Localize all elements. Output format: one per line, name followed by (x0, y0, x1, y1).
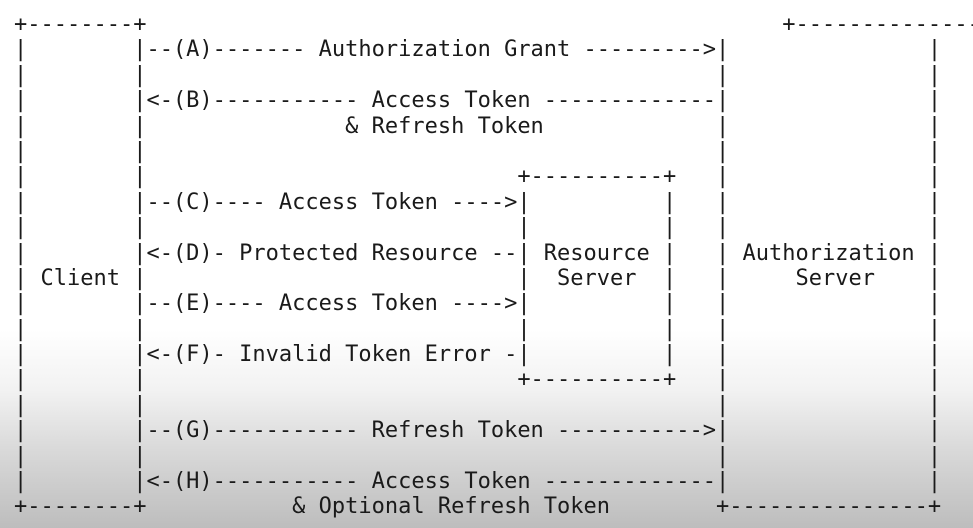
diagram-line-resource-server-top: | | +----------+ | | (14, 164, 942, 190)
diagram-line-protected-resource-d: | |<-(D)- Protected Resource --| Resourc… (14, 240, 942, 266)
diagram-line-access-token-e: | |--(E)---- Access Token ---->| | | | (14, 291, 942, 317)
diagram-line: | | | | (14, 62, 942, 88)
diagram-line-access-token-h: | |<-(H)----------- Access Token -------… (14, 469, 942, 495)
diagram-line-refresh-token-g: | |--(G)----------- Refresh Token ------… (14, 418, 942, 444)
diagram-line-access-token-c: | |--(C)---- Access Token ---->| | | | (14, 189, 942, 215)
diagram-line-top-border: +--------+ +---------------+ (14, 12, 973, 37)
diagram-line-bottom-border: +--------+ & Optional Refresh Token +---… (14, 494, 942, 520)
diagram-line: | | | | (14, 443, 942, 469)
diagram-line-access-token-b: | |<-(B)----------- Access Token -------… (14, 88, 942, 114)
diagram-line-resource-server-bottom: | | +----------+ | | (14, 367, 942, 393)
diagram-line: | | | | (14, 392, 942, 418)
diagram-line: | | | | | | (14, 316, 942, 342)
oauth-refresh-flow-diagram: +--------+ +---------------+| |--(A)----… (14, 12, 973, 520)
diagram-line: | | | | | | (14, 215, 942, 241)
diagram-line-client-label: | Client | | Server | | Server | (14, 265, 942, 291)
diagram-line-authorization-grant: | |--(A)------- Authorization Grant ----… (14, 37, 942, 63)
diagram-line-refresh-token-b: | | & Refresh Token | | (14, 113, 942, 139)
diagram-line-invalid-token-error-f: | |<-(F)- Invalid Token Error -| | | | (14, 342, 942, 368)
diagram-line: | | | | (14, 138, 942, 164)
